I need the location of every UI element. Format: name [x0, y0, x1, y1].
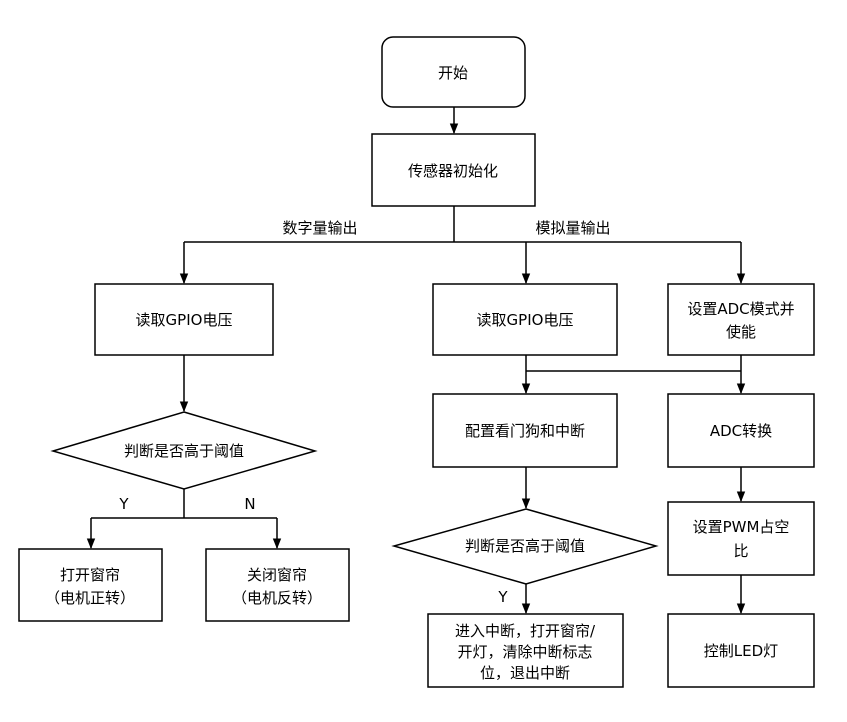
node-set-pwm-line-1: 设置PWM占空 [693, 518, 790, 536]
node-interrupt-action-line-1: 进入中断，打开窗帘/ [455, 622, 596, 640]
node-judge-mid-label: 判断是否高于阈值 [465, 537, 585, 555]
node-set-adc-line-1: 设置ADC模式并 [687, 300, 794, 318]
node-sensor-init: 传感器初始化 [371, 133, 536, 207]
node-close-curtain: 关闭窗帘 （电机反转） [205, 548, 350, 622]
node-set-adc-line-2: 使能 [726, 323, 756, 341]
node-config-watchdog: 配置看门狗和中断 [432, 393, 618, 468]
node-adc-convert-label: ADC转换 [710, 422, 772, 440]
node-set-pwm: 设置PWM占空 比 [667, 501, 815, 576]
node-control-led-label: 控制LED灯 [704, 642, 778, 660]
node-sensor-init-label: 传感器初始化 [408, 162, 498, 180]
label-analog-output: 模拟量输出 [535, 219, 610, 237]
label-no-left: N [244, 495, 255, 513]
node-interrupt-action: 进入中断，打开窗帘/ 开灯，清除中断标志 位，退出中断 [427, 613, 624, 688]
node-start: 开始 [381, 36, 526, 108]
node-read-gpio-left: 读取GPIO电压 [94, 283, 274, 356]
node-open-curtain-line-2: （电机正转） [45, 589, 135, 607]
node-open-curtain-line-1: 打开窗帘 [60, 566, 120, 584]
node-control-led: 控制LED灯 [667, 613, 815, 688]
node-open-curtain: 打开窗帘 （电机正转） [18, 548, 163, 622]
node-read-gpio-mid-label: 读取GPIO电压 [477, 311, 574, 329]
node-config-watchdog-label: 配置看门狗和中断 [465, 422, 585, 440]
node-interrupt-action-line-2: 开灯，清除中断标志 [457, 643, 592, 661]
node-set-pwm-line-2: 比 [733, 542, 748, 560]
node-start-label: 开始 [438, 64, 468, 82]
label-yes-mid: Y [497, 588, 508, 606]
node-close-curtain-line-1: 关闭窗帘 [247, 566, 307, 584]
node-adc-convert: ADC转换 [667, 393, 815, 468]
node-judge-left-label: 判断是否高于阈值 [124, 442, 244, 460]
edge-labels: 数字量输出 模拟量输出 Y N Y [118, 219, 610, 606]
label-digital-output: 数字量输出 [282, 219, 357, 237]
label-yes-left: Y [118, 495, 129, 513]
node-close-curtain-line-2: （电机反转） [232, 589, 322, 607]
connectors [86, 107, 746, 615]
node-read-gpio-left-label: 读取GPIO电压 [136, 311, 233, 329]
node-judge-left: 判断是否高于阈值 [50, 411, 318, 490]
node-read-gpio-mid: 读取GPIO电压 [432, 283, 618, 356]
node-set-adc: 设置ADC模式并 使能 [667, 283, 815, 356]
node-judge-mid: 判断是否高于阈值 [391, 508, 659, 585]
node-interrupt-action-line-3: 位，退出中断 [480, 664, 570, 682]
